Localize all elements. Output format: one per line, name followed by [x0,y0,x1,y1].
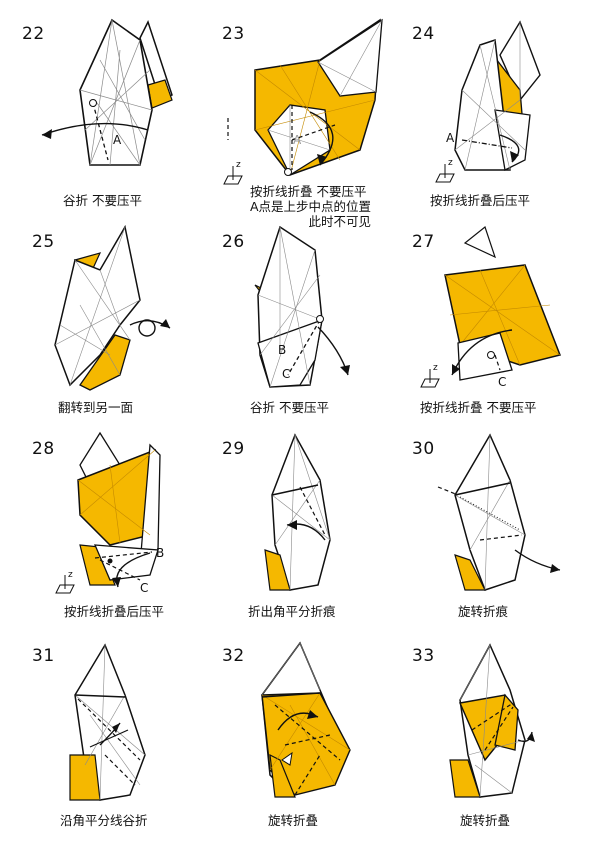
point-label-b: B [278,343,287,357]
step-caption: 旋转折叠 [460,813,511,828]
axis-label-z: z [448,158,453,168]
step-25-diagram [54,224,171,391]
step-number: 25 [32,232,55,252]
step-caption: 沿角平分线谷折 [60,813,148,828]
step-28: 28 B C z 按折线折叠后压平 [0,425,200,635]
step-31-diagram [69,643,146,801]
axis-label-z: z [433,363,438,373]
step-caption: 按折线折叠 不要压平 A点是上步中点的位置 此时不可见 [250,184,372,229]
step-number: 23 [222,24,245,44]
step-number: 30 [412,439,435,459]
step-number: 28 [32,439,55,459]
step-26: 26 B C 谷折 不要压平 [200,215,400,425]
step-caption: 按折线折叠后压平 [430,193,531,208]
step-23: 23 A z 按折线折叠 不要压平 A点是上步中点的位置 此时不可见 [200,0,400,230]
step-caption: 谷折 不要压平 [250,400,329,415]
step-number: 31 [32,646,55,666]
step-29-diagram [264,433,331,591]
step-number: 27 [412,232,435,252]
point-label-a: A [113,133,122,147]
step-31: 31 沿角平分线谷折 [0,635,200,852]
step-30: 30 旋转折痕 [400,425,600,635]
step-33-diagram [449,643,535,798]
step-32-diagram [261,641,351,798]
step-number: 24 [412,24,435,44]
step-caption: 旋转折痕 [458,604,509,619]
step-number: 26 [222,232,245,252]
point-label-c: C [498,375,507,389]
step-number: 33 [412,646,435,666]
step-caption: 按折线折叠后压平 [64,604,165,619]
step-29: 29 折出角平分折痕 [200,425,400,635]
step-32: 32 旋转折叠 [200,635,400,852]
step-24: 24 A z 按折线折叠后压平 [400,0,600,215]
step-number: 22 [22,24,45,44]
step-number: 29 [222,439,245,459]
step-caption: 翻转到另一面 [58,400,134,415]
point-label-b: B [156,546,165,560]
step-22-diagram [41,18,173,166]
step-27-diagram [420,225,562,388]
point-label-a: A [293,133,302,147]
axis-label-z: z [236,160,241,170]
step-caption: 谷折 不要压平 [63,193,142,208]
step-number: 32 [222,646,245,666]
step-caption: 折出角平分折痕 [248,604,336,619]
step-26-diagram [254,225,350,388]
step-27: 27 C z 按折线折叠 不要压平 [400,215,600,425]
step-caption: 旋转折叠 [268,813,319,828]
step-23-diagram [223,18,383,185]
step-25: 25 翻转到另一面 [0,215,200,425]
step-28-diagram [55,431,161,594]
point-label-c: C [282,367,291,381]
step-33: 33 旋转折叠 [400,635,600,852]
point-label-c: C [140,581,149,595]
point-label-a: A [446,131,455,145]
step-22: 22 A 谷折 不要压平 [0,0,200,215]
step-30-diagram [437,433,561,591]
step-24-diagram [435,20,541,183]
step-caption: 按折线折叠 不要压平 [420,400,537,415]
axis-label-z: z [68,570,73,580]
